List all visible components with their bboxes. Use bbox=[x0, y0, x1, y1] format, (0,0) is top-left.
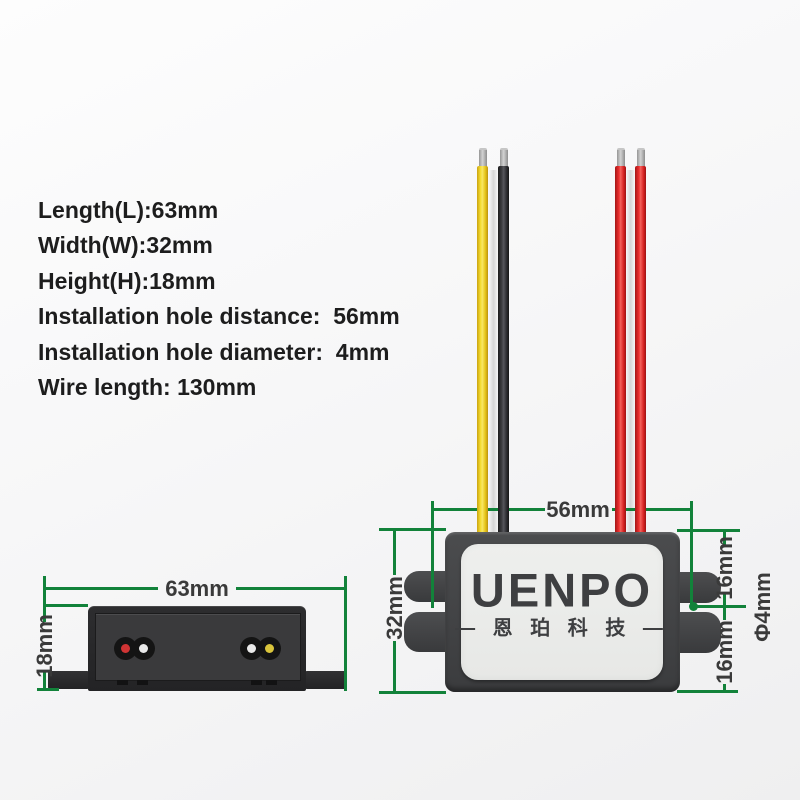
dim-label-56mm: 56mm bbox=[546, 497, 610, 522]
dim-ext-63mm-right bbox=[344, 576, 347, 691]
dim-ext-56mm-right bbox=[690, 501, 693, 608]
mount-ear-left-top bbox=[404, 571, 447, 602]
spec-wire-length: Wire length: 130mm bbox=[38, 374, 257, 401]
spec-list: Length(L):63mm Width(W):32mm Height(H):1… bbox=[38, 193, 400, 405]
hole-center-dot bbox=[689, 602, 698, 611]
mount-ear-left-bottom bbox=[404, 612, 447, 652]
wire-end-white bbox=[139, 644, 148, 653]
dim-line-56mm-right bbox=[612, 508, 693, 511]
wire-black bbox=[498, 166, 509, 540]
dim-tick-16mm-top bbox=[677, 529, 740, 532]
wire-shadow bbox=[626, 170, 635, 538]
wire-tip-black bbox=[500, 148, 508, 170]
spec-length: Length(L):63mm bbox=[38, 197, 219, 223]
wire-tip-yellow bbox=[479, 148, 487, 170]
dim-line-18mm-bottom bbox=[43, 670, 46, 690]
spec-hole-distance: Installation hole distance: 56mm bbox=[38, 303, 400, 330]
dim-label-hole-diameter: Φ4mm bbox=[750, 572, 775, 642]
side-flange-right bbox=[305, 671, 346, 689]
dim-line-56mm-left bbox=[432, 508, 545, 511]
wire-red-2 bbox=[635, 166, 646, 540]
side-foot bbox=[251, 680, 262, 685]
dim-tick-18mm-top bbox=[43, 604, 88, 607]
dim-label-63mm: 63mm bbox=[165, 576, 229, 601]
dim-tick-18mm-bottom bbox=[37, 688, 59, 691]
side-foot bbox=[117, 680, 128, 685]
wire-tip-red-1 bbox=[617, 148, 625, 170]
wire-end-yellow bbox=[265, 644, 274, 653]
dim-label-32mm: 32mm bbox=[382, 576, 407, 640]
dim-line-32mm-top bbox=[393, 529, 396, 575]
brand-logo-text: UENPO bbox=[470, 563, 654, 617]
spec-hole-diameter: Installation hole diameter: 4mm bbox=[38, 338, 390, 365]
dim-line-63mm-right bbox=[236, 587, 347, 590]
wire-tip-red-2 bbox=[637, 148, 645, 170]
wire-end-red bbox=[121, 644, 130, 653]
side-foot bbox=[137, 680, 148, 685]
spec-width: Width(W):32mm bbox=[38, 232, 213, 259]
dim-line-63mm-left bbox=[44, 587, 158, 590]
mount-ear-right-bottom bbox=[678, 612, 721, 653]
side-foot bbox=[266, 680, 277, 685]
dim-line-16mm-a bbox=[723, 530, 726, 545]
dim-line-16mm-c bbox=[723, 684, 726, 693]
dim-line-18mm-top bbox=[43, 576, 46, 622]
brand-chinese-text: — 恩 珀 科 技 — bbox=[455, 617, 669, 640]
dim-tick-32mm-top bbox=[379, 528, 446, 531]
dim-label-18mm: 18mm bbox=[32, 614, 57, 678]
spec-height: Height(H):18mm bbox=[38, 267, 216, 294]
wire-shadow bbox=[489, 170, 498, 538]
dim-tick-hole-center bbox=[693, 605, 746, 608]
dim-label-16mm-top: 16mm bbox=[712, 536, 737, 600]
mount-ear-right-top bbox=[678, 572, 721, 603]
wire-red-1 bbox=[615, 166, 626, 540]
wire-end-white bbox=[247, 644, 256, 653]
dim-label-16mm-bottom: 16mm bbox=[712, 620, 737, 684]
wire-yellow bbox=[477, 166, 488, 540]
side-flange-left bbox=[48, 671, 89, 689]
device-top-view-label-panel bbox=[461, 544, 663, 680]
dim-tick-32mm-bottom bbox=[379, 691, 446, 694]
dim-tick-16mm-bottom bbox=[677, 690, 738, 693]
dim-line-32mm-bottom bbox=[393, 641, 396, 694]
dim-ext-56mm-left bbox=[431, 501, 434, 608]
